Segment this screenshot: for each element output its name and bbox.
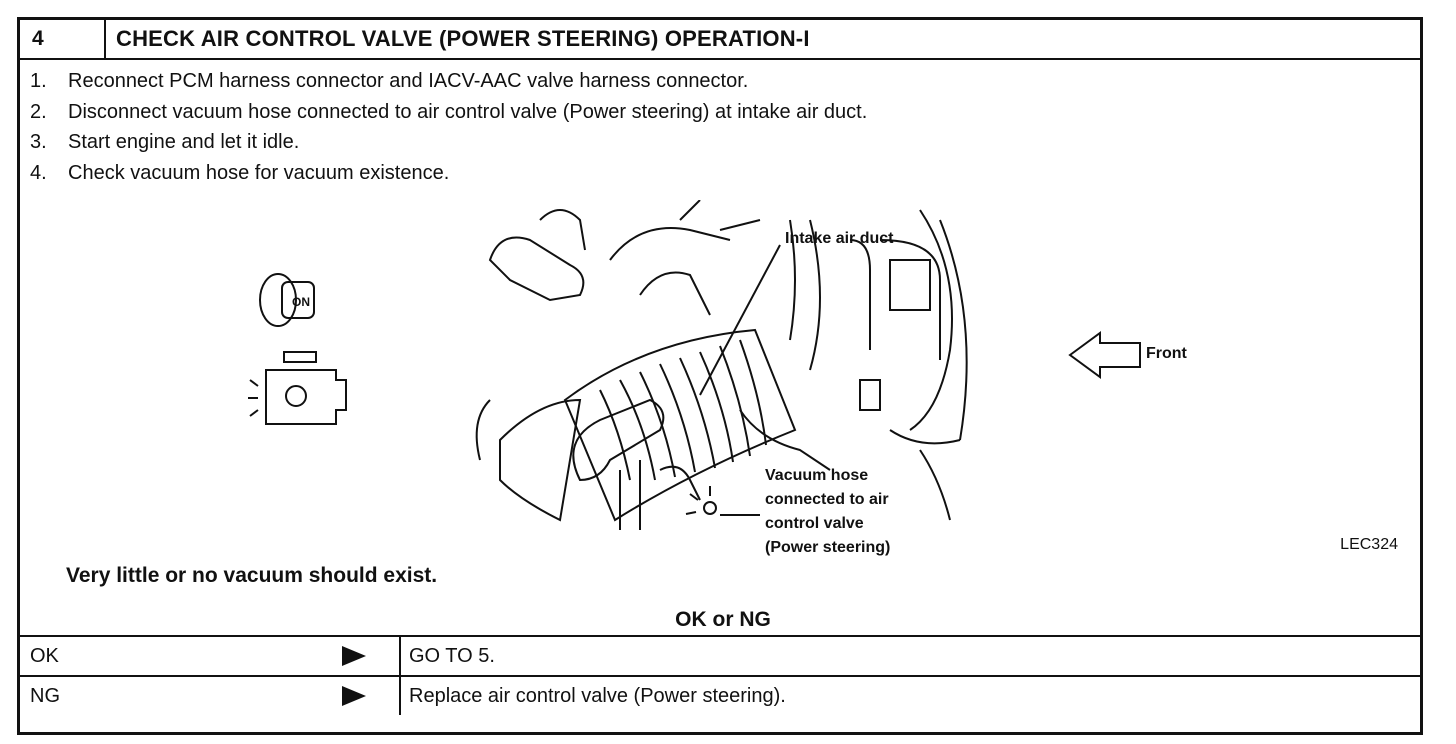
key-on-text: ON — [292, 295, 310, 309]
vacuum-hose-label-line-1: Vacuum hose — [765, 467, 868, 484]
arrow-right-icon — [342, 646, 366, 666]
outcome-row-ok: OK GO TO 5. — [20, 635, 1420, 675]
engine-running-icon — [248, 351, 347, 425]
figure-reference-code: LEC324 — [1340, 536, 1398, 553]
procedure-title: CHECK AIR CONTROL VALVE (POWER STEERING)… — [116, 26, 810, 51]
ok-ng-heading: OK or NG — [675, 608, 771, 631]
front-arrow-icon — [1068, 331, 1141, 379]
column-divider — [399, 637, 401, 675]
vacuum-hose-label-line-4: (Power steering) — [765, 539, 890, 556]
column-divider — [399, 677, 401, 715]
step-item: 1.Reconnect PCM harness connector and IA… — [30, 70, 749, 92]
step-item: 2.Disconnect vacuum hose connected to ai… — [30, 100, 868, 123]
step-number: 4 — [20, 20, 106, 58]
outcome-action: Replace air control valve (Power steerin… — [409, 685, 786, 707]
intake-air-duct-label: Intake air duct — [785, 230, 894, 247]
engine-illustration: ON — [248, 200, 1188, 556]
step-list: 1.Reconnect PCM harness connector and IA… — [30, 66, 867, 188]
outcome-action: GO TO 5. — [409, 645, 495, 667]
vacuum-hose-label-line-2: connected to air — [765, 491, 889, 508]
step-item: 4.Check vacuum hose for vacuum existence… — [30, 161, 450, 184]
outcome-key: OK — [30, 645, 59, 667]
vacuum-hose-label-line-3: control valve — [765, 515, 864, 532]
engine-bay-drawing — [475, 200, 968, 530]
expected-result: Very little or no vacuum should exist. — [66, 564, 438, 587]
step-item: 3.Start engine and let it idle. — [30, 131, 300, 153]
ignition-key-icon: ON — [259, 273, 315, 327]
procedure-sheet: 4 CHECK AIR CONTROL VALVE (POWER STEERIN… — [17, 17, 1423, 735]
arrow-right-icon — [342, 686, 366, 706]
outcome-row-ng: NG Replace air control valve (Power stee… — [20, 675, 1420, 715]
front-label: Front — [1146, 345, 1188, 362]
procedure-header: 4 CHECK AIR CONTROL VALVE (POWER STEERIN… — [20, 20, 1420, 60]
outcome-key: NG — [30, 685, 60, 707]
